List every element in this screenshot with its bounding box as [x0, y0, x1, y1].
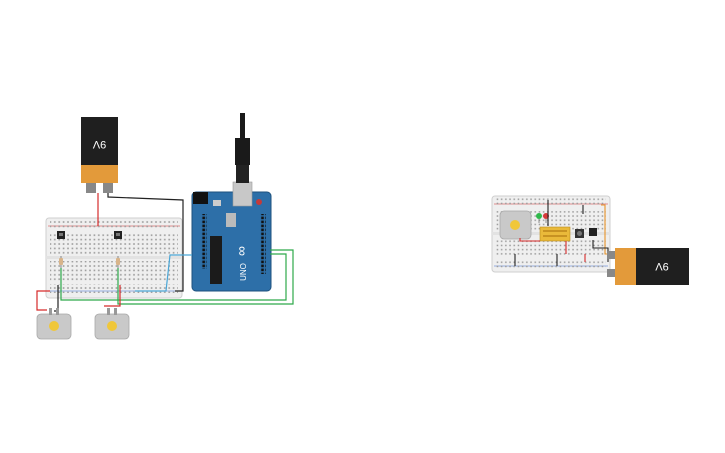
battery-right-label: 9V — [655, 260, 669, 272]
resistor-left-2[interactable] — [116, 256, 120, 268]
motor-left-2[interactable] — [94, 308, 130, 340]
transistor-left-1[interactable] — [57, 231, 65, 239]
motor-left-1[interactable] — [36, 308, 72, 340]
arduino-uno[interactable]: ∞ UNO — [191, 181, 272, 292]
arduino-logo: ∞ — [233, 246, 249, 256]
wire-red-motor-2 — [104, 285, 121, 307]
relay-module[interactable] — [539, 226, 571, 242]
wire-black-battery — [107, 193, 184, 292]
transistor-right[interactable] — [589, 228, 597, 236]
resistor-left-1[interactable] — [59, 256, 63, 268]
wire-green-1 — [60, 253, 287, 301]
button-right[interactable] — [575, 229, 584, 238]
breadboard-left[interactable] — [45, 217, 183, 299]
right-circuit: 9V — [491, 195, 689, 285]
wire-red-left — [519, 238, 540, 242]
led-green[interactable] — [536, 213, 542, 223]
arduino-model-label: UNO — [239, 263, 248, 281]
motor-right[interactable] — [499, 210, 532, 240]
usb-cable — [235, 113, 250, 183]
wire-blue-signal — [135, 254, 192, 292]
left-circuit: 9V ∞ UNO — [36, 113, 294, 340]
battery-9v-left[interactable]: 9V — [81, 117, 118, 193]
battery-9v-right[interactable]: 9V — [607, 248, 689, 285]
battery-left-label: 9V — [92, 138, 106, 150]
wire-red-motor-1 — [36, 290, 50, 311]
wire-green-2 — [117, 249, 294, 305]
transistor-left-2[interactable] — [114, 231, 122, 239]
